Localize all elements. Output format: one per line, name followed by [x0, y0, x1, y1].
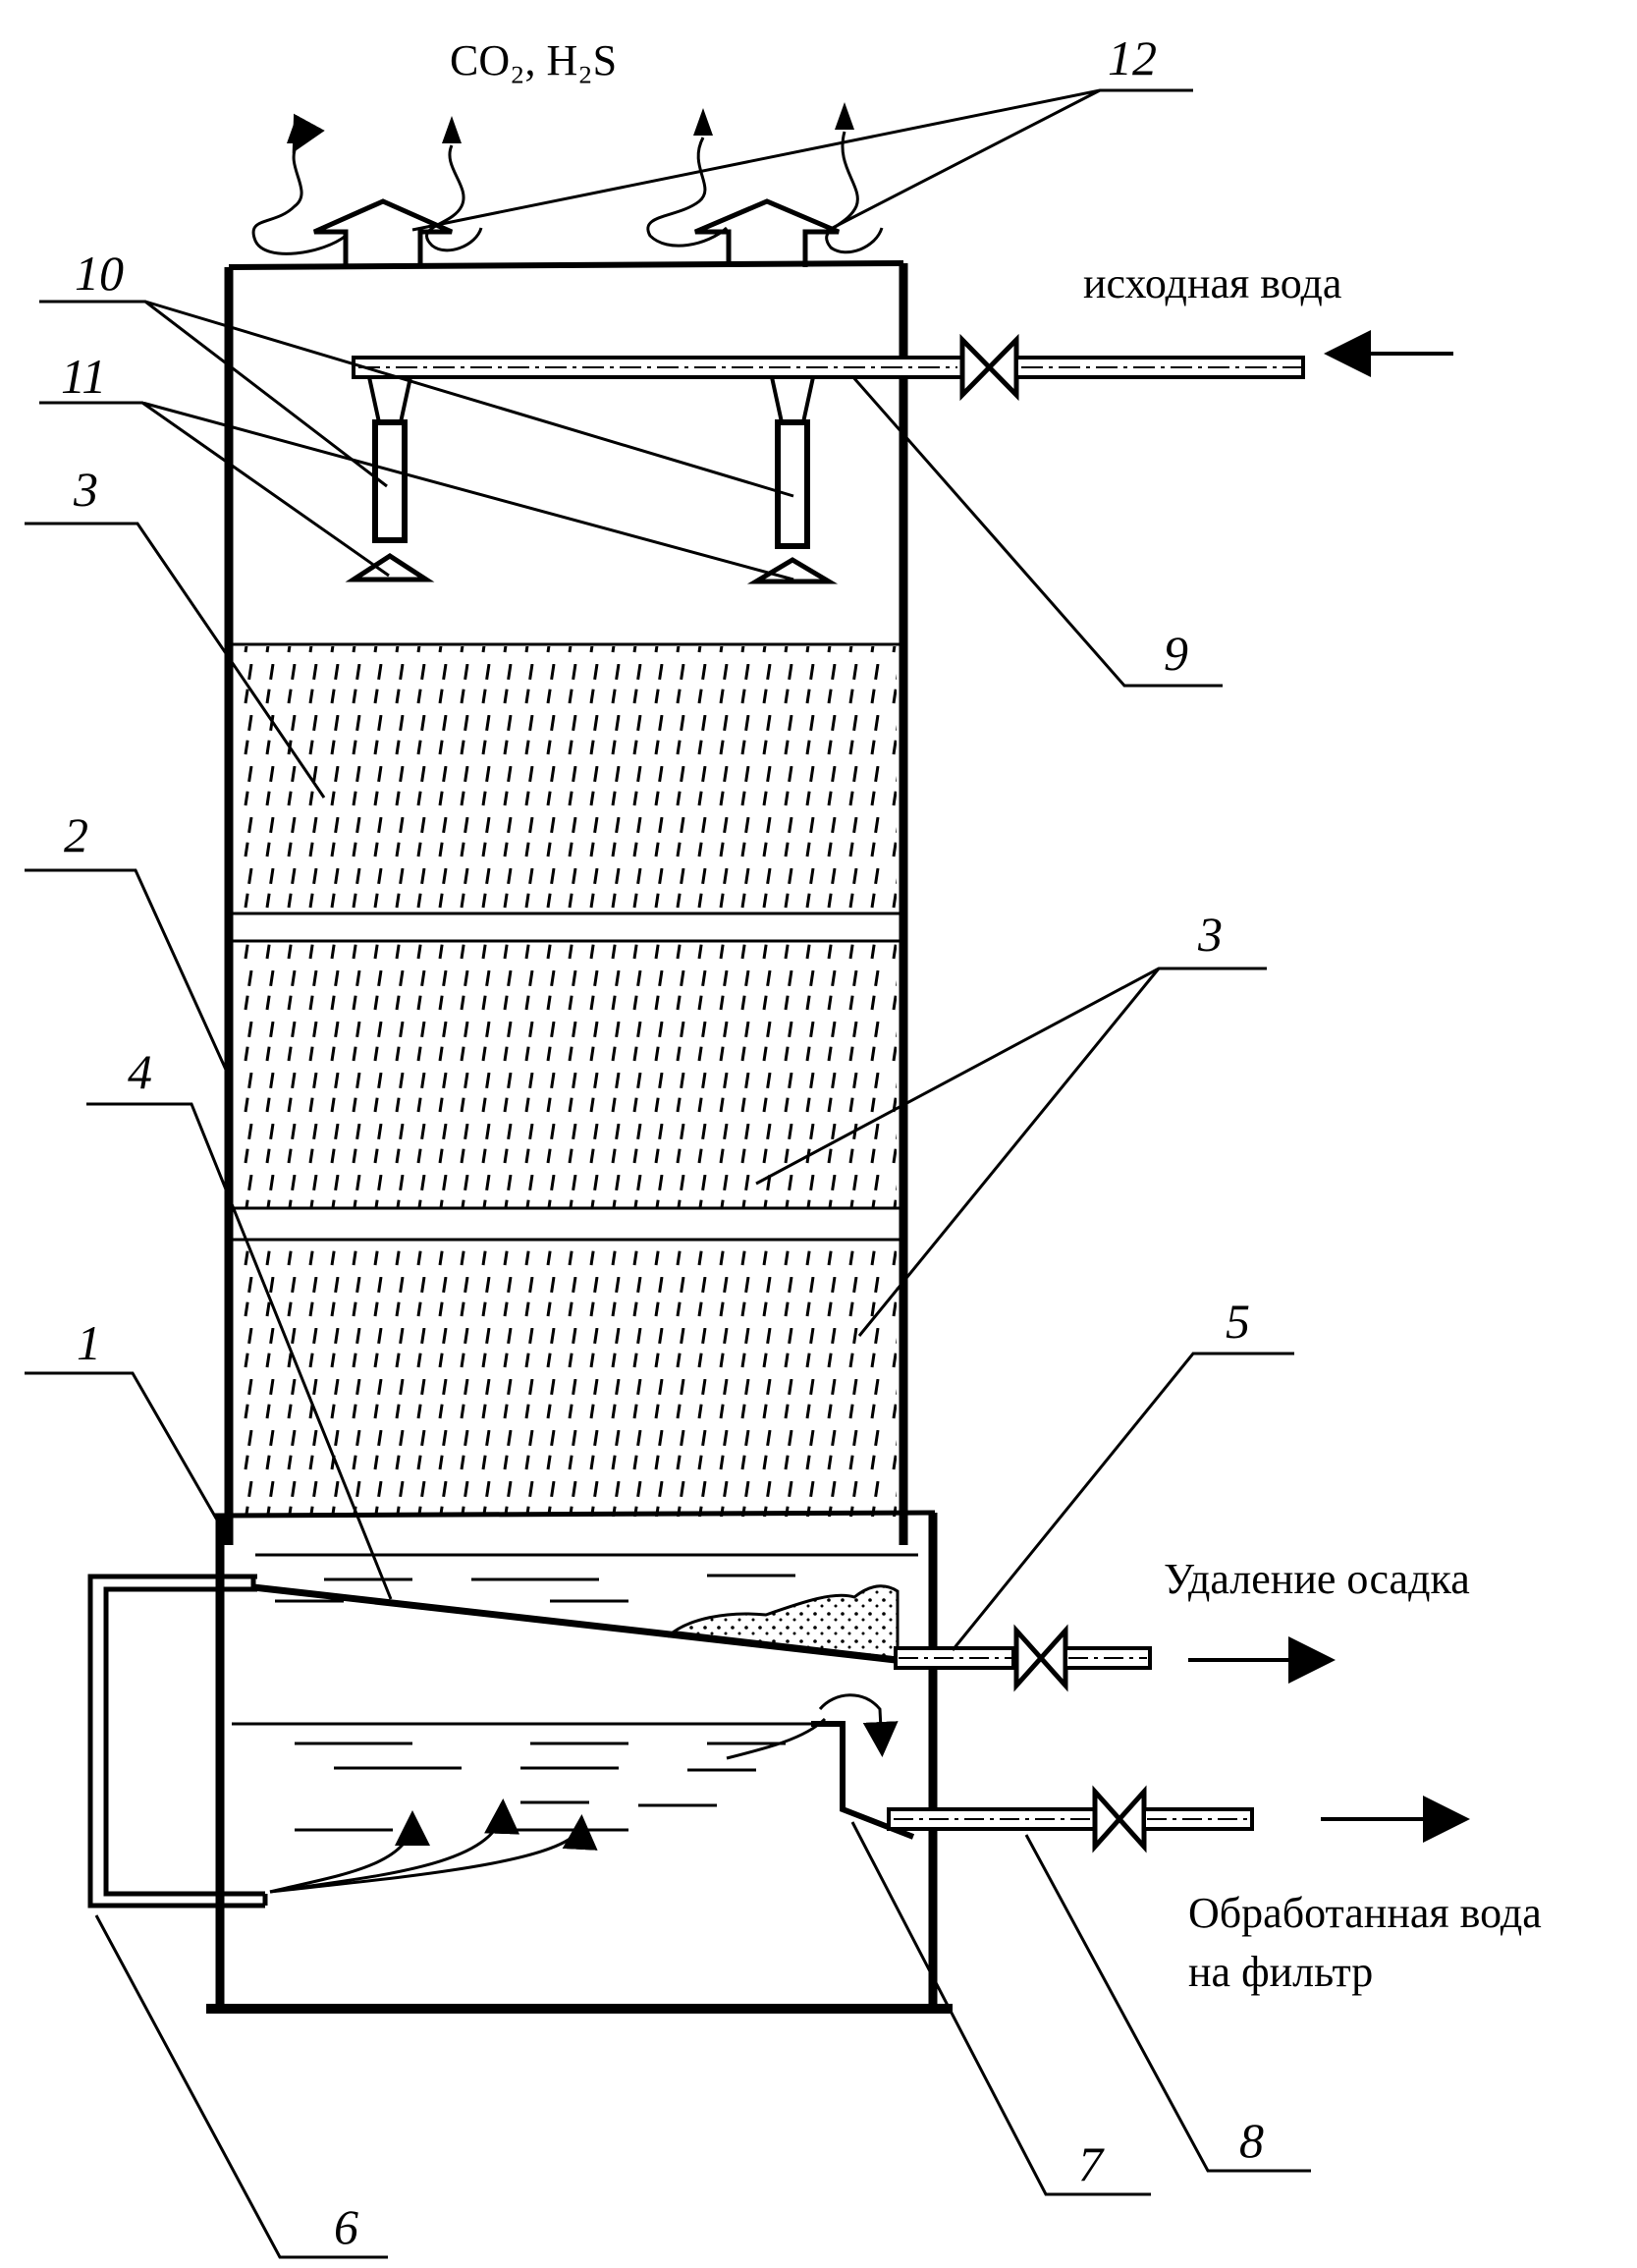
- callout-11: 11: [61, 349, 106, 404]
- callout-12: 12: [1108, 30, 1157, 85]
- nozzle-tube-2: [778, 422, 807, 546]
- callout-9: 9: [1164, 626, 1188, 681]
- gas-arrowheads: [287, 102, 854, 143]
- callout-10: 10: [75, 246, 124, 301]
- callout-5: 5: [1226, 1294, 1250, 1349]
- nozzle-funnel-2: [772, 377, 813, 422]
- callout-3a: 3: [73, 462, 98, 517]
- packing-section-3: [241, 1242, 897, 1517]
- callout-2: 2: [64, 807, 88, 862]
- leader-5: [953, 1354, 1294, 1650]
- treated-water-label-2: на фильтр: [1188, 1948, 1373, 1996]
- treated-water-label-1: Обработанная вода: [1188, 1889, 1542, 1937]
- sludge-valve-icon: [1016, 1631, 1065, 1686]
- gas-outlets: [253, 102, 882, 267]
- leader-12: [412, 90, 1193, 232]
- treated-valve-icon: [1095, 1792, 1144, 1847]
- callout-3b: 3: [1197, 907, 1223, 962]
- leader-10: [39, 302, 793, 496]
- sludge-removal-label: Удаление осадка: [1164, 1555, 1470, 1603]
- lower-water-ripples: [295, 1743, 786, 1830]
- gases-label: CO₂, H₂S: [450, 36, 617, 84]
- inlet-valve-icon: [962, 340, 1016, 395]
- settling-tank: [206, 1513, 953, 2009]
- packing-sections: [233, 644, 900, 1517]
- column-top-cover: [229, 263, 903, 267]
- leader-8: [1026, 1835, 1311, 2171]
- treated-water-outlet: [889, 1792, 1458, 1847]
- leader-11: [39, 403, 793, 580]
- callout-4: 4: [128, 1044, 152, 1099]
- tank-top-rim: [214, 1513, 935, 1516]
- gas-wisp-1: [253, 145, 346, 253]
- callout-1: 1: [77, 1315, 101, 1370]
- callout-7: 7: [1078, 2136, 1105, 2191]
- sludge-outlet: [896, 1631, 1324, 1686]
- nozzle-funnel-1: [369, 377, 410, 422]
- leader-1: [25, 1373, 222, 1528]
- inlet-water-label: исходная вода: [1083, 259, 1341, 307]
- callout-6: 6: [334, 2199, 358, 2254]
- callout-8: 8: [1239, 2113, 1264, 2168]
- gas-vent-1: [314, 201, 452, 267]
- gas-wisp-2: [426, 145, 481, 250]
- packing-section-2: [241, 943, 897, 1208]
- recirculation-pipe: [90, 1577, 265, 1906]
- packing-section-1: [241, 646, 897, 913]
